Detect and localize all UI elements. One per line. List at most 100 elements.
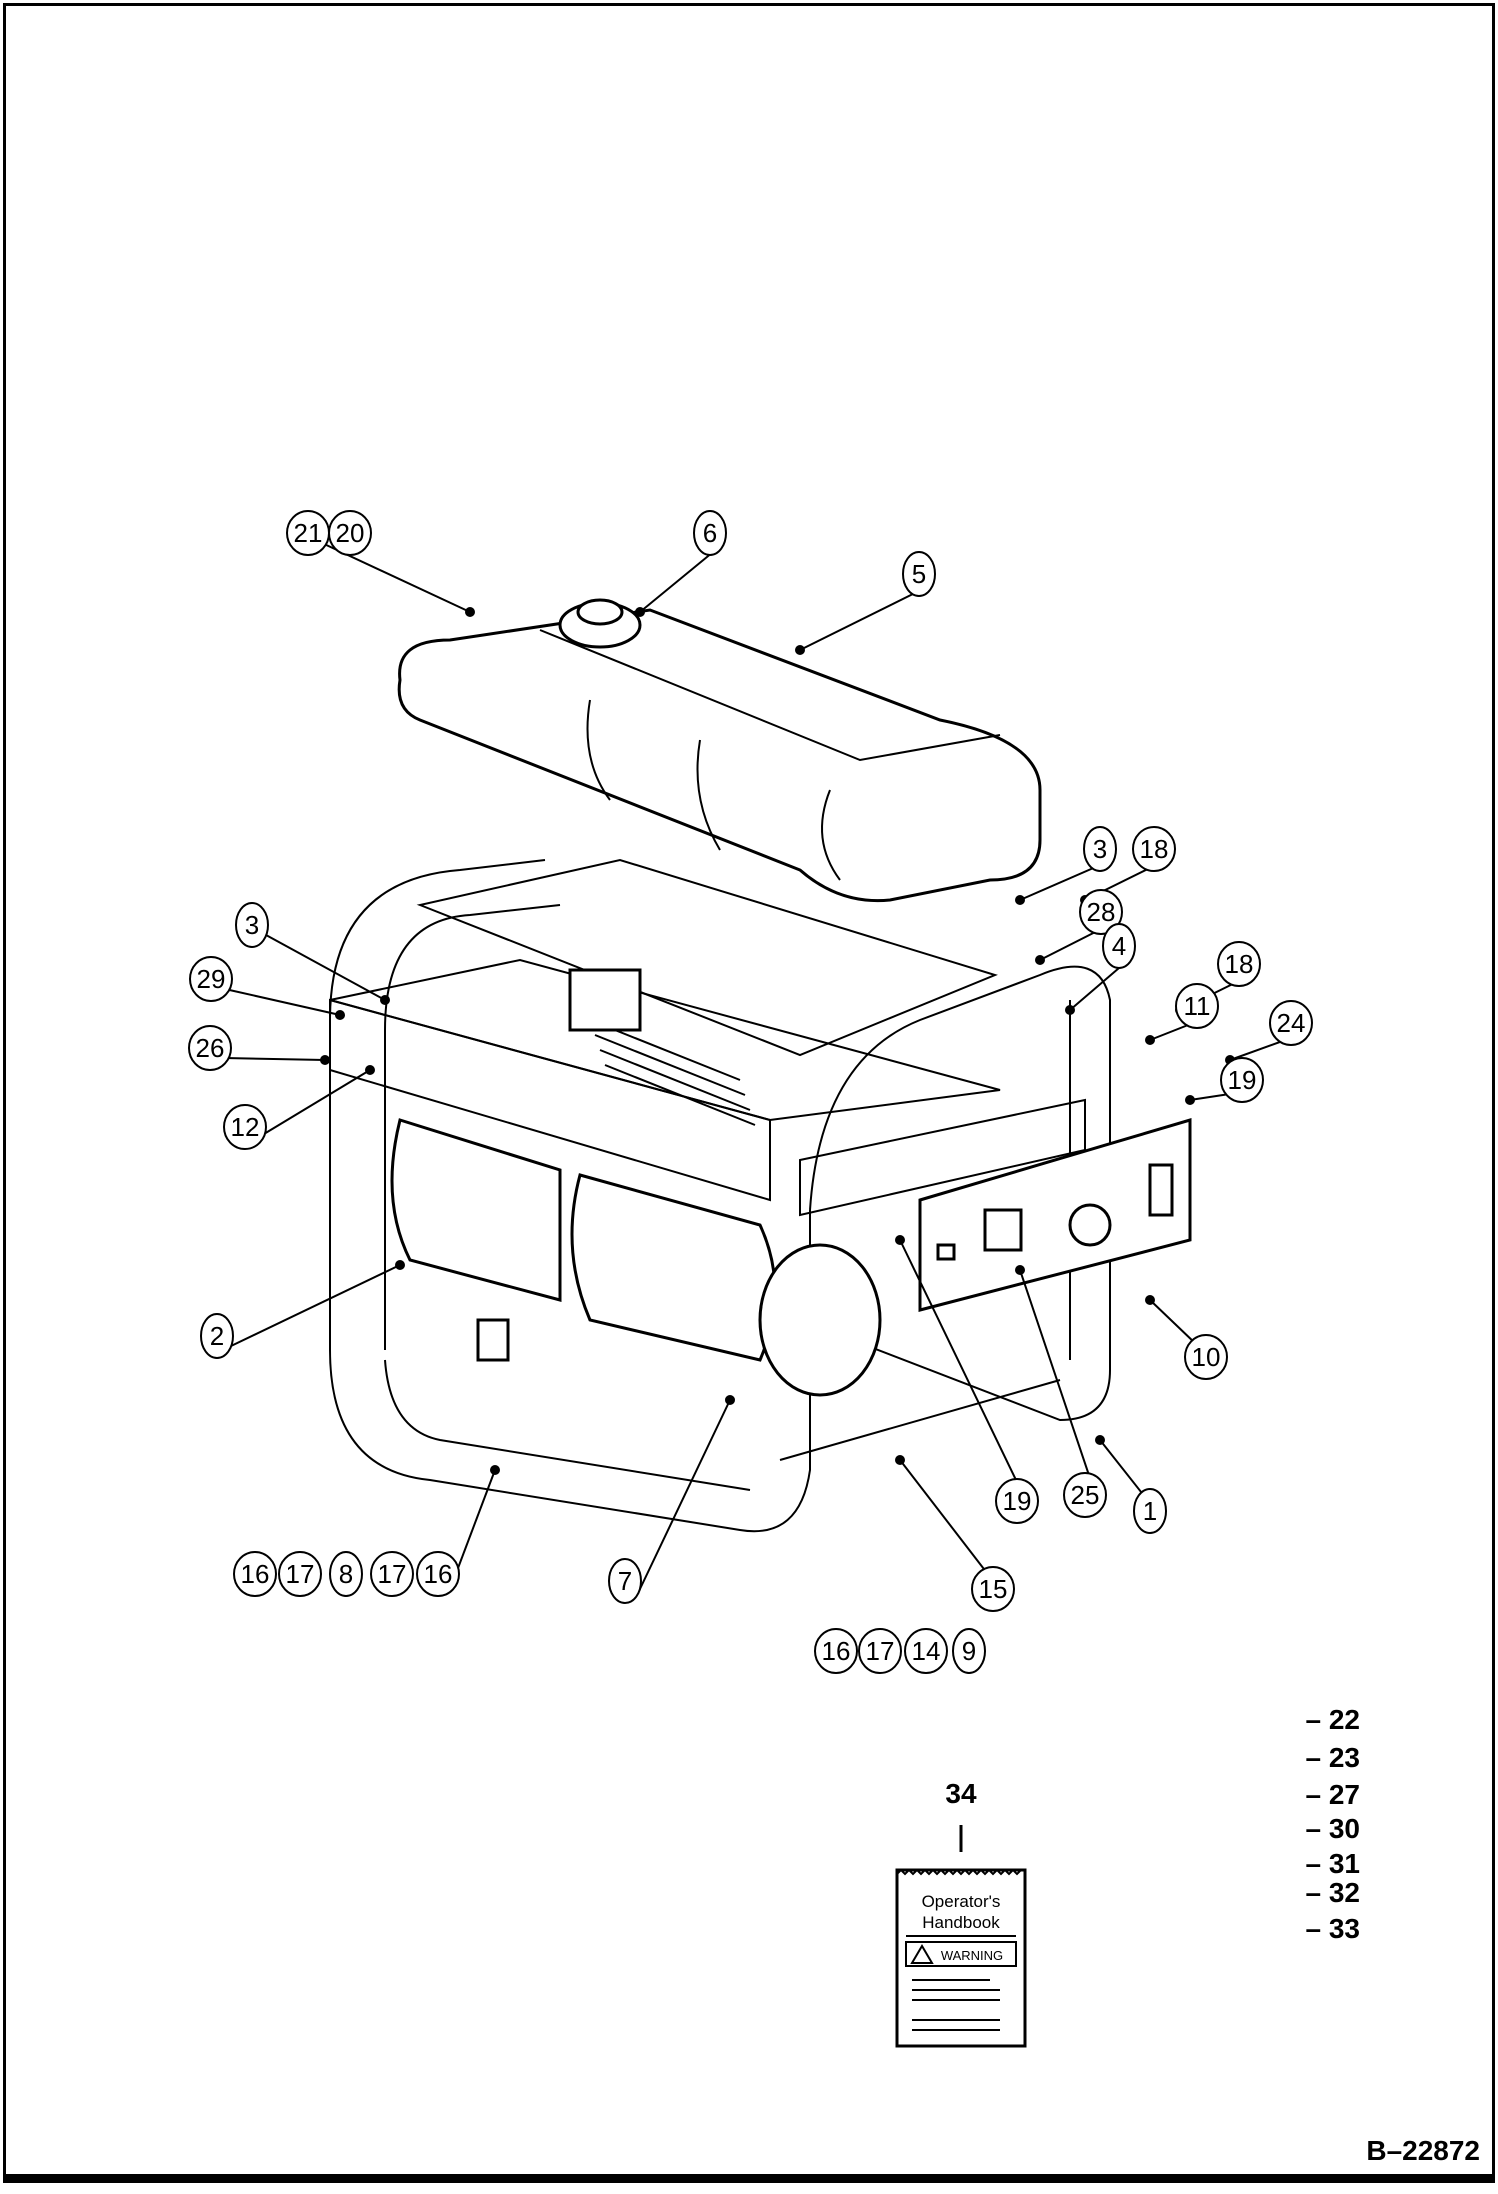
leader-line [224, 988, 341, 1016]
kit-item-33: – 33 [1306, 1913, 1361, 1944]
kit-item-list: – 22– 23– 27– 30– 31– 32– 33 [1306, 1704, 1361, 1944]
callout-label: 11 [1184, 991, 1211, 1021]
callout-circle [1102, 923, 1136, 969]
leader-line [899, 1239, 1032, 1512]
callout-label: 18 [1225, 949, 1254, 979]
callout-19: 19 [895, 1235, 1039, 1524]
callout-label: 21 [294, 518, 323, 548]
callout-circle [952, 1628, 986, 1674]
arrowhead-icon [365, 1065, 375, 1075]
callout-circle [1083, 826, 1117, 872]
leader-line [258, 1069, 371, 1138]
callout-circle [416, 1551, 460, 1597]
arrowhead-icon [1065, 1005, 1075, 1015]
callout-21: 21 [286, 510, 475, 617]
kit-item-32: – 32 [1306, 1877, 1361, 1908]
callout-circle [1269, 1000, 1313, 1046]
kit-item-30: – 30 [1306, 1813, 1361, 1844]
vibration-mount [476, 1318, 510, 1362]
callout-circle [814, 1628, 858, 1674]
callout-circle [1217, 941, 1261, 987]
arrowhead-icon [635, 607, 645, 617]
callout-4: 4 [1065, 923, 1136, 1015]
callout-8: 8 [329, 1551, 363, 1597]
arrowhead-icon [1015, 1265, 1025, 1275]
callout-9: 9 [952, 1628, 986, 1674]
callout-15: 15 [895, 1455, 1015, 1612]
callout-10: 10 [1145, 1295, 1228, 1380]
gfci-receptacle [1148, 1163, 1174, 1217]
arrowhead-icon [1185, 1095, 1195, 1105]
callout-11: 11 [1145, 983, 1219, 1045]
callout-label: 17 [378, 1559, 407, 1589]
callout-28: 28 [1035, 889, 1123, 965]
fuel-tank [397, 598, 1042, 903]
operators-handbook: Operator's Handbook WARNING 34 [895, 1778, 1027, 2048]
callout-7: 7 [608, 1395, 735, 1604]
callout-5: 5 [795, 551, 936, 655]
callout-16: 16 [814, 1628, 858, 1674]
callout-circle [971, 1566, 1015, 1612]
arrowhead-icon [795, 645, 805, 655]
callout-29: 29 [189, 956, 345, 1020]
callout-label: 25 [1071, 1480, 1100, 1510]
callout-circle [200, 1313, 234, 1359]
callout-label: 12 [231, 1112, 260, 1142]
callout-circle [189, 956, 233, 1002]
callout-label: 3 [245, 910, 259, 940]
callout-1: 1 [1095, 1435, 1167, 1534]
arrowhead-icon [1145, 1035, 1155, 1045]
handbook-title-line1: Operator's [922, 1892, 1001, 1911]
callout-label: 6 [703, 518, 717, 548]
receptacle [983, 1208, 1023, 1252]
callout-label: 3 [1093, 834, 1107, 864]
callout-17: 17 [858, 1628, 902, 1674]
leader-line [230, 1264, 401, 1347]
callout-2: 2 [200, 1260, 405, 1359]
callout-circle [995, 1478, 1039, 1524]
callout-label: 18 [1140, 834, 1169, 864]
arrowhead-icon [895, 1235, 905, 1245]
callout-circle [693, 510, 727, 556]
tank-mount-plate [416, 858, 998, 1057]
callout-18: 18 [1080, 826, 1176, 905]
leader-line [799, 583, 934, 651]
leader-line [1019, 1269, 1100, 1506]
arrowhead-icon [1015, 895, 1025, 905]
callout-20: 20 [328, 510, 372, 556]
callout-label: 26 [196, 1033, 225, 1063]
callout-circle [328, 510, 372, 556]
callout-label: 28 [1087, 897, 1116, 927]
callout-label: 4 [1112, 931, 1126, 961]
callout-circle [858, 1628, 902, 1674]
callout-label: 7 [618, 1566, 632, 1596]
callout-label: 1 [1143, 1496, 1157, 1526]
callout-circle [370, 1551, 414, 1597]
callout-3: 3 [1015, 826, 1117, 905]
callout-label: 24 [1277, 1008, 1306, 1038]
leader-line [638, 1399, 731, 1592]
arrowhead-icon [1145, 1295, 1155, 1305]
callout-circle [904, 1628, 948, 1674]
arrowhead-icon [395, 1260, 405, 1270]
arrowhead-icon [1095, 1435, 1105, 1445]
callout-circle [1079, 889, 1123, 935]
leader-line [223, 1057, 326, 1061]
arrowhead-icon [895, 1455, 905, 1465]
arrowhead-icon [335, 1010, 345, 1020]
callout-19: 19 [1185, 1057, 1264, 1105]
callout-label: 2 [210, 1321, 224, 1351]
leader-line [265, 934, 386, 1001]
callout-16: 16 [233, 1551, 277, 1597]
callout-label: 29 [197, 964, 226, 994]
callout-label: 14 [912, 1636, 941, 1666]
callout-circle [1220, 1057, 1264, 1103]
callout-circle [329, 1551, 363, 1597]
handbook-item-number: 34 [945, 1778, 977, 1809]
callout-17: 17 [278, 1551, 322, 1597]
leader-line [451, 1469, 496, 1585]
end-cover [758, 1243, 882, 1397]
callout-circle [223, 1104, 267, 1150]
callout-label: 16 [241, 1559, 270, 1589]
